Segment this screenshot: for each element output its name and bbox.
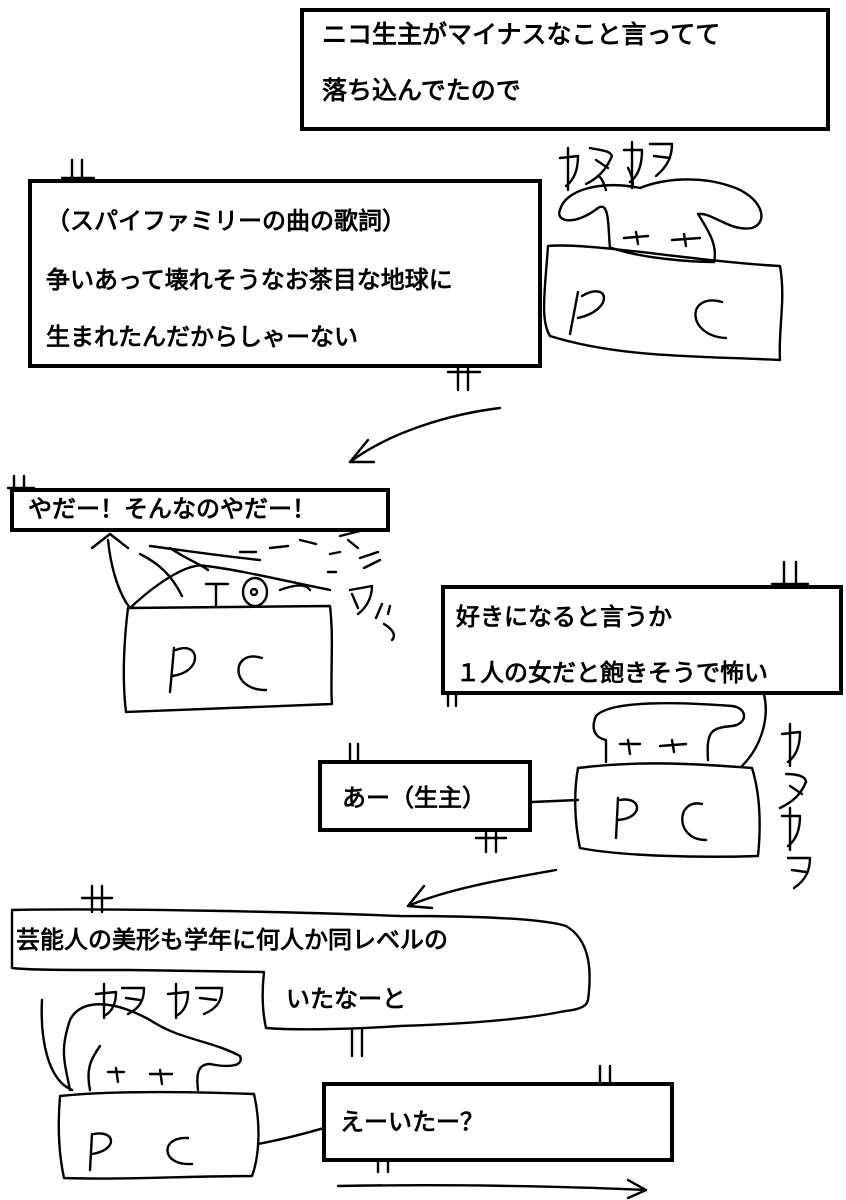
- reply-box-2: [322, 1082, 674, 1162]
- reply-line: えーいたー？: [340, 1108, 484, 1136]
- shout-line: やだー！そんなのやだー！: [28, 495, 316, 523]
- caption-box-1: [300, 8, 830, 131]
- lyrics-line: （スパイファミリーの曲の歌詞）: [46, 207, 406, 235]
- arrow-1: [348, 406, 502, 464]
- arrow-3: [336, 1178, 648, 1200]
- sfx-pikut: [338, 528, 396, 642]
- reply-box-1: [318, 760, 532, 832]
- pc-box-3: [574, 762, 761, 858]
- reply-line: あー（生主）: [342, 784, 486, 812]
- tick-mark: [350, 1028, 364, 1058]
- lyrics-box: [28, 179, 542, 368]
- sfx-kata-3: [94, 982, 224, 1020]
- pc-box-1: [542, 244, 784, 362]
- pc-box-2: [122, 604, 334, 714]
- lyrics-line: 争いあって壊れそうなお茶目な地球に: [46, 266, 453, 294]
- arrow-2: [406, 868, 558, 910]
- shocked-character: [90, 532, 342, 610]
- shout-box: [10, 488, 390, 532]
- tick-mark: [80, 884, 114, 914]
- caption-line: ニコ生主がマイナスなこと言ってて: [322, 20, 721, 49]
- connector-line: [256, 1126, 326, 1146]
- lyrics-line: 生まれたんだからしゃーない: [46, 323, 358, 351]
- caption-line: 落ち込んでたので: [322, 76, 521, 105]
- wavy-bubble: [10, 908, 591, 1031]
- sfx-kata-2: [778, 722, 812, 890]
- thought-line: １人の女だと飽きそうで怖い: [456, 659, 768, 687]
- pc-box-4: [57, 1090, 260, 1180]
- typing-character-3: [40, 998, 242, 1092]
- typing-character-2: [592, 692, 767, 768]
- thought-line: 好きになると言うか: [456, 603, 672, 631]
- thought-box: [441, 585, 843, 695]
- sfx-kata-1: [558, 140, 674, 192]
- connector-line: [530, 798, 580, 804]
- bubble-line: 芸能人の美形も学年に何人か同レベルの: [16, 926, 448, 954]
- bubble-line: いたなーと: [286, 985, 406, 1013]
